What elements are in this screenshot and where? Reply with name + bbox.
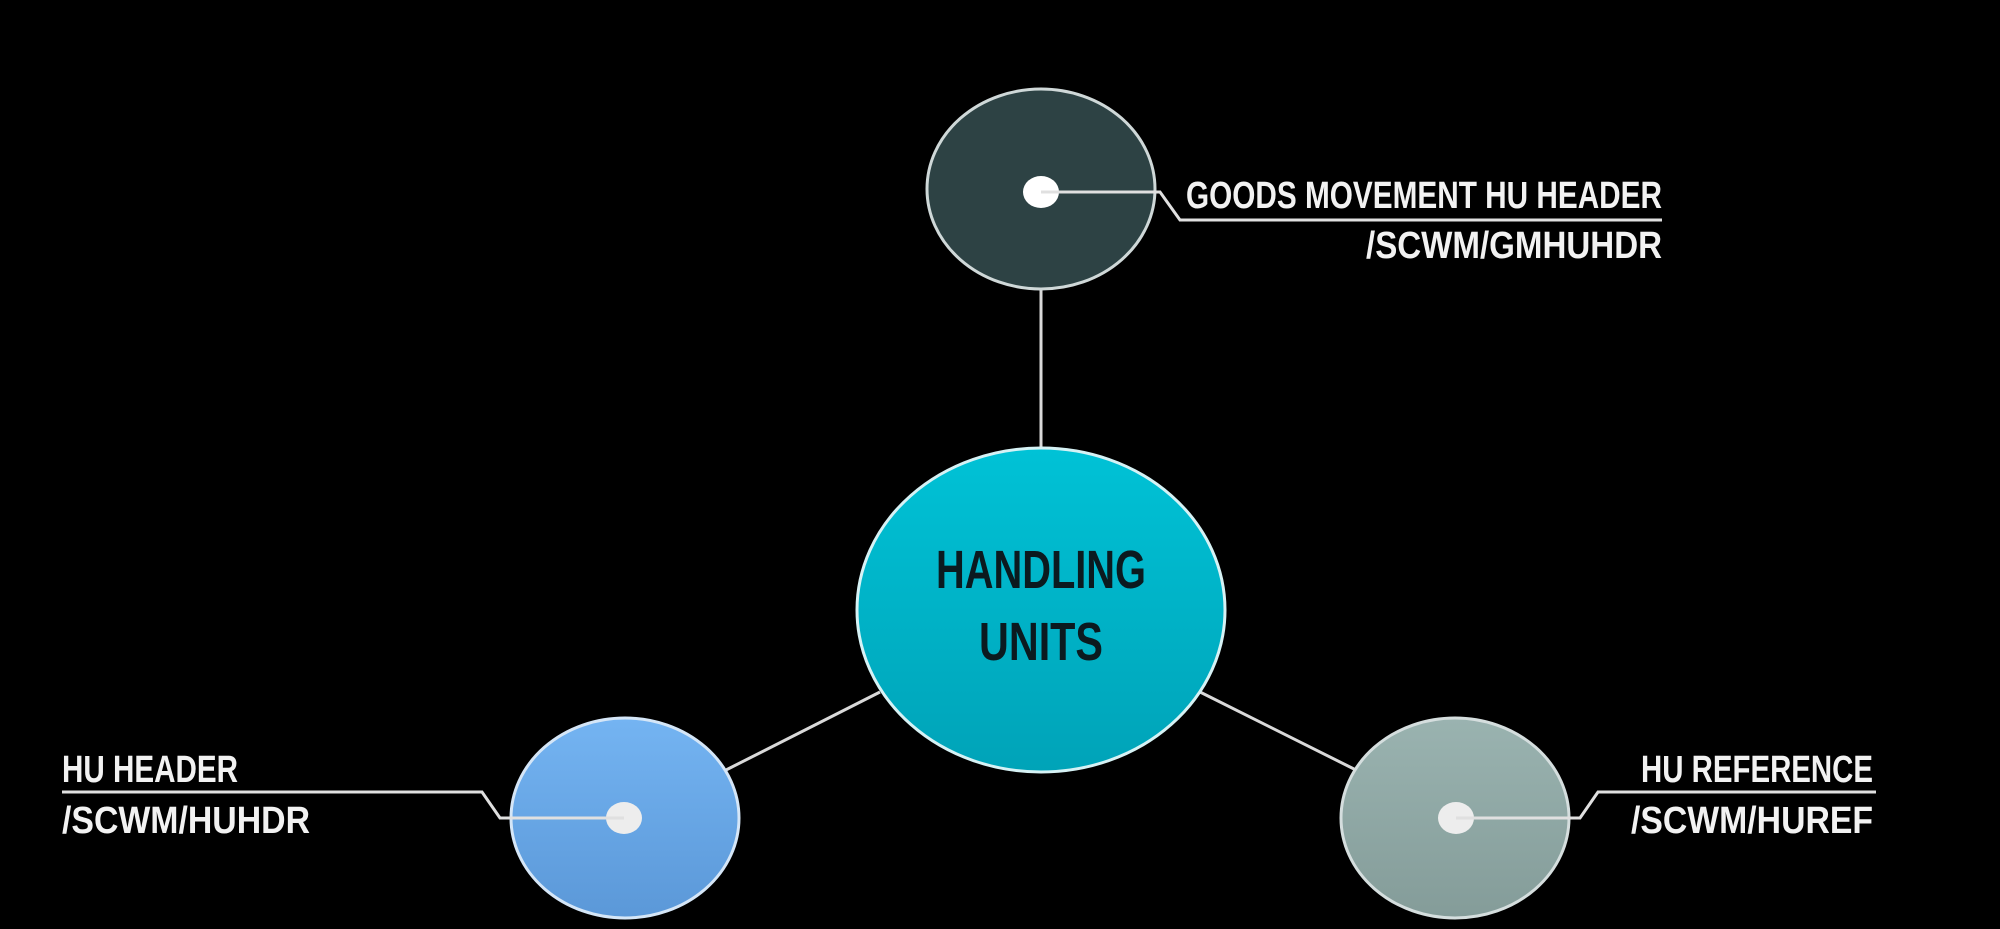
right-node-code: /SCWM/HUREF [1631, 800, 1873, 842]
leader-line-left [62, 790, 624, 820]
top-node-code: /SCWM/GMHUHDR [1366, 225, 1662, 267]
right-node-title: HU REFERENCE [1641, 749, 1873, 791]
connector-left [725, 690, 881, 772]
connector-right [1199, 690, 1357, 772]
center-label-line1: HANDLING [936, 540, 1146, 600]
leader-line-top [1041, 190, 1662, 222]
left-node-title: HU HEADER [62, 749, 238, 791]
top-node-title: GOODS MOVEMENT HU HEADER [1186, 175, 1662, 217]
leader-line-right [1456, 790, 1876, 820]
center-label-line2: UNITS [979, 612, 1103, 672]
left-node-code: /SCWM/HUHDR [62, 800, 310, 842]
center-node [855, 446, 1227, 774]
